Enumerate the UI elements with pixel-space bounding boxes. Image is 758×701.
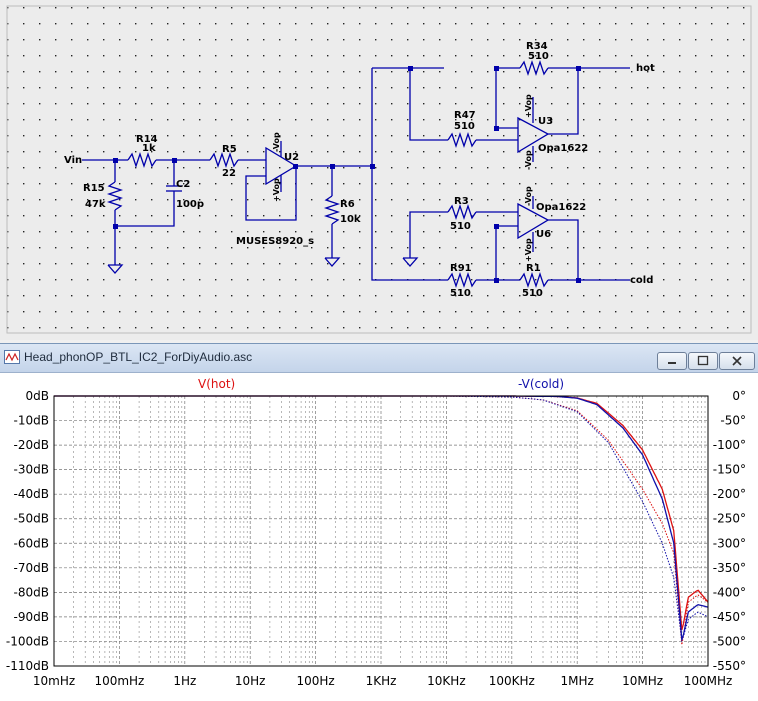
x-tick-label: 100MHz <box>684 674 733 688</box>
label-r6: R6 <box>340 199 355 210</box>
x-tick-label: 1Hz <box>173 674 196 688</box>
x-tick-label: 10KHz <box>427 674 465 688</box>
label-r15: R15 <box>83 183 105 194</box>
y2-tick-label: -250° <box>713 512 746 526</box>
label-u3: U3 <box>538 116 553 127</box>
waveform-window[interactable]: Head_phonOP_BTL_IC2_ForDiyAudio.asc 0dB -… <box>0 343 758 701</box>
y2-tick-label: -350° <box>713 561 746 575</box>
window-titlebar[interactable]: Head_phonOP_BTL_IC2_ForDiyAudio.asc <box>0 344 758 373</box>
y2-tick-label: -500° <box>713 634 746 648</box>
schematic-drawing[interactable]: Vin R14 1k R15 47k C2 100p R5 22 U2 MUSE… <box>0 0 758 340</box>
label-u6-model: Opa1622 <box>536 202 586 213</box>
y-tick-label: -80dB <box>14 585 49 599</box>
y2-tick-label: -450° <box>713 610 746 624</box>
window-title: Head_phonOP_BTL_IC2_ForDiyAudio.asc <box>24 350 253 364</box>
label-r3: R3 <box>454 196 469 207</box>
label-r14: R14 <box>136 134 158 145</box>
maximize-button[interactable] <box>688 352 718 370</box>
y2-tick-label: 0° <box>732 389 746 403</box>
y2-tick-label: -50° <box>720 414 746 428</box>
x-tick-label: 100KHz <box>489 674 535 688</box>
y-tick-label: -110dB <box>6 659 49 673</box>
close-button[interactable] <box>719 352 755 370</box>
label-u2-model: MUSES8920_s <box>236 236 314 247</box>
label-r34-value: 510 <box>528 51 549 62</box>
label-r47: R47 <box>454 110 476 121</box>
y-tick-label: -20dB <box>14 438 49 452</box>
label-u2-vneg: -Vop <box>272 132 281 152</box>
net-label-hot: hot <box>636 63 655 74</box>
y-tick-label: 0dB <box>26 389 49 403</box>
plot-grid <box>53 395 709 667</box>
x-tick-label: 10Hz <box>235 674 266 688</box>
y-tick-label: -50dB <box>14 512 49 526</box>
label-u6: U6 <box>536 229 551 240</box>
label-u6-vneg: -Vop <box>524 186 533 206</box>
label-r1-value: 510 <box>522 288 543 299</box>
maximize-icon <box>697 355 709 366</box>
x-tick-label: 100Hz <box>296 674 334 688</box>
label-r34: R34 <box>526 41 548 52</box>
y2-tick-label: -100° <box>713 438 746 452</box>
legend-v-hot[interactable]: V(hot) <box>198 377 235 391</box>
label-r15-value: 47k <box>85 199 106 210</box>
schematic-canvas[interactable]: Vin R14 1k R15 47k C2 100p R5 22 U2 MUSE… <box>0 0 758 340</box>
minimize-icon <box>668 362 676 364</box>
net-label-cold: cold <box>630 275 653 286</box>
label-r14-value: 1k <box>142 143 156 154</box>
label-c2: C2 <box>176 179 190 190</box>
legend-v-cold[interactable]: -V(cold) <box>518 377 564 391</box>
label-u3-vpos: +Vop <box>524 94 533 118</box>
y-tick-label: -30dB <box>14 463 49 477</box>
label-r47-value: 510 <box>454 121 475 132</box>
y-tick-label: -90dB <box>14 610 49 624</box>
y-tick-label: -10dB <box>14 414 49 428</box>
y2-tick-label: -200° <box>713 487 746 501</box>
label-r91-value: 510 <box>450 288 471 299</box>
y-tick-label: -60dB <box>14 536 49 550</box>
label-u6-vpos: +Vop <box>524 238 533 262</box>
y2-tick-label: -400° <box>713 585 746 599</box>
label-r3-value: 510 <box>450 221 471 232</box>
label-u2: U2 <box>284 152 299 163</box>
label-r5: R5 <box>222 144 237 155</box>
ltspice-waveform-icon <box>4 350 20 364</box>
y2-tick-label: -150° <box>713 463 746 477</box>
label-r1: R1 <box>526 263 541 274</box>
y-tick-label: -70dB <box>14 561 49 575</box>
y-tick-label: -40dB <box>14 487 49 501</box>
x-axis-labels: 10mHz 100mHz 1Hz 10Hz 100Hz 1KHz 10KHz 100KHz 1M… <box>33 674 732 688</box>
close-icon <box>732 356 742 366</box>
x-tick-label: 10MHz <box>622 674 663 688</box>
label-r91: R91 <box>450 263 472 274</box>
y2-axis-labels: 0° -50° -100° -150° -200° -250° -300° -350° -400… <box>713 389 746 673</box>
minimize-button[interactable] <box>657 352 687 370</box>
bode-plot[interactable]: 0dB -10dB -20dB -30dB -40dB -50dB -60dB -70dB -8… <box>0 374 758 701</box>
x-tick-label: 1MHz <box>561 674 594 688</box>
label-u2-vpos: +Vop <box>272 178 281 202</box>
y-tick-label: -100dB <box>6 634 49 648</box>
y2-tick-label: -550° <box>713 659 746 673</box>
y2-tick-label: -300° <box>713 536 746 550</box>
label-r5-value: 22 <box>222 168 236 179</box>
bode-plot-svg[interactable]: 0dB -10dB -20dB -30dB -40dB -50dB -60dB -70dB -8… <box>0 374 758 701</box>
x-tick-label: 100mHz <box>94 674 144 688</box>
y-axis-labels: 0dB -10dB -20dB -30dB -40dB -50dB -60dB -70dB -8… <box>6 389 49 673</box>
label-r6-value: 10k <box>340 214 361 225</box>
x-tick-label: 10mHz <box>33 674 75 688</box>
label-u3-vneg: -Vop <box>524 150 533 170</box>
label-c2-value: 100p <box>176 199 204 210</box>
x-tick-label: 1KHz <box>366 674 397 688</box>
label-vin: Vin <box>64 155 82 166</box>
label-u3-model: Opa1622 <box>538 143 588 154</box>
